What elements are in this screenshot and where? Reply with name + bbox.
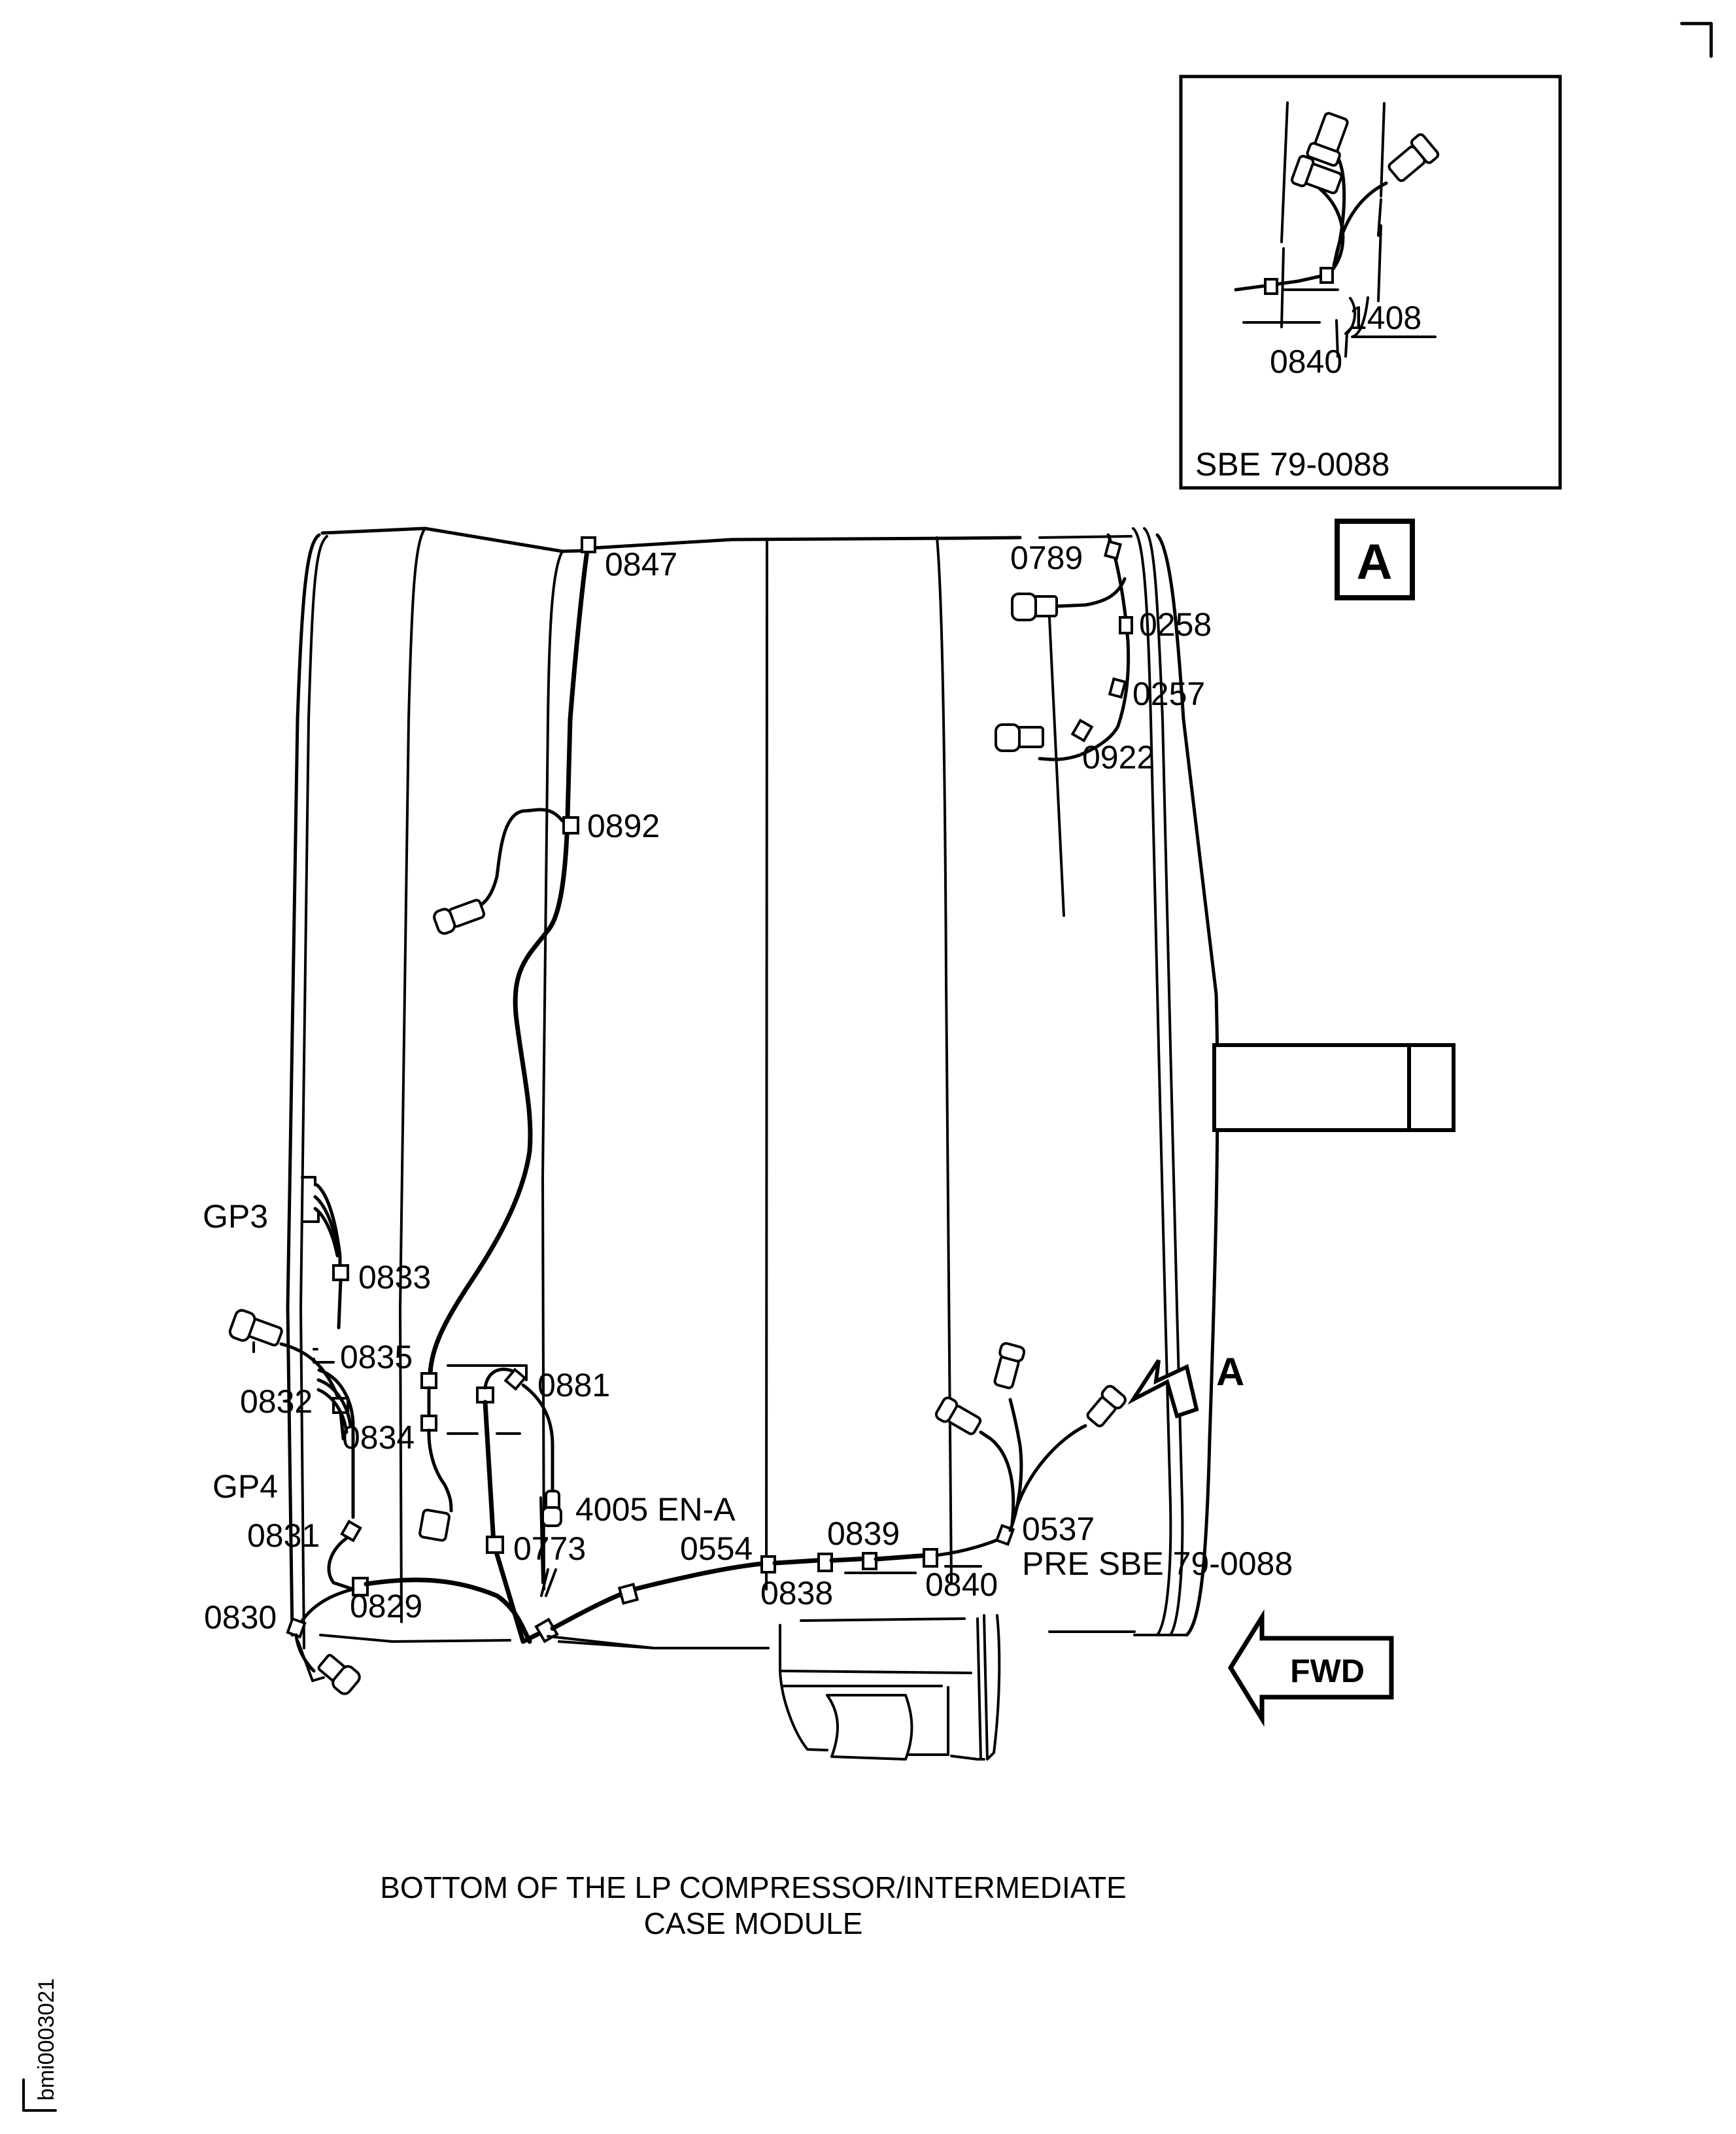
callout-gp3: GP3: [203, 1198, 268, 1235]
detail-view-frame: [1179, 75, 1562, 490]
clip-0847-icon: [581, 536, 596, 553]
clip-0834-icon: [420, 1415, 437, 1432]
clip-trunk-icon: [617, 1583, 639, 1605]
connector-plug-icon: [418, 1508, 451, 1542]
harness-lower-left: GP3 0833 0835 0832 0834 0881 GP4 0831 40…: [203, 1176, 1293, 1695]
callout-0838: 0838: [760, 1575, 833, 1611]
connector-plug-icon: [993, 1342, 1026, 1390]
connector-plug-icon: [995, 723, 1044, 752]
clip-0881-icon: [503, 1368, 527, 1391]
callout-0831: 0831: [247, 1517, 320, 1554]
connector-plug-icon: [1306, 112, 1349, 167]
svg-text:bmi0003021: bmi0003021: [34, 1978, 59, 2101]
callout-0922: 0922: [1082, 739, 1155, 776]
svg-text:A: A: [1216, 1350, 1244, 1394]
callout-0881: 0881: [537, 1367, 610, 1403]
callout-0834: 0834: [342, 1419, 415, 1456]
connector-plug-icon: [1290, 154, 1343, 195]
callout-gp4: GP4: [213, 1468, 278, 1505]
gearbox-mount-pad: [779, 1614, 1001, 1761]
callout-0257: 0257: [1132, 676, 1205, 712]
callout-4005-en-a: 4005 EN-A: [575, 1491, 736, 1528]
connector-plug-icon: [317, 1653, 361, 1695]
figure-caption-line2: CASE MODULE: [644, 1906, 863, 1940]
corner-crop-mark: [1680, 22, 1713, 58]
svg-text:A: A: [1357, 534, 1393, 590]
callout-0789: 0789: [1010, 540, 1083, 576]
harness-right-upper: 0789 0258 0257 0922: [995, 533, 1212, 917]
callout-0833: 0833: [358, 1259, 431, 1296]
clip-0833-icon: [332, 1264, 349, 1281]
figure-caption-line1: BOTTOM OF THE LP COMPRESSOR/INTERMEDIATE: [380, 1870, 1127, 1904]
clip-0892-icon: [562, 816, 579, 835]
clip-0839-icon: [862, 1552, 877, 1570]
callout-0835: 0835: [340, 1339, 413, 1375]
callout-0839: 0839: [827, 1515, 900, 1552]
svg-text:FWD: FWD: [1290, 1653, 1365, 1689]
callout-0773: 0773: [513, 1530, 586, 1567]
clip-0789-icon: [1104, 540, 1122, 560]
clip-0840-icon: [923, 1548, 938, 1568]
clip-0835-icon: [420, 1372, 437, 1389]
detail-sbe-label: SBE 79-0088: [1195, 446, 1389, 483]
callout-0829: 0829: [350, 1588, 422, 1625]
view-a-label-box: A: [1335, 519, 1415, 600]
clip-0830-icon: [286, 1617, 307, 1639]
clip-0258-icon: [1119, 616, 1133, 634]
detail-callout-1408: 1408: [1349, 300, 1421, 336]
connector-plug-icon: [433, 899, 486, 935]
connector-plug-icon: [1011, 593, 1058, 621]
callout-0258: 0258: [1139, 606, 1212, 643]
callout-0847: 0847: [605, 546, 677, 583]
connector-plug-icon: [1387, 133, 1440, 182]
connector-plug-icon: [228, 1309, 283, 1347]
fwd-arrow: FWD: [1227, 1609, 1394, 1727]
clip-1408-icon: [1319, 267, 1334, 284]
detail-callout-0840: 0840: [1270, 343, 1342, 380]
connector-plug-icon: [1086, 1385, 1127, 1428]
clip-0922-icon: [1070, 718, 1094, 743]
figure-id: bmi0003021: [22, 1978, 59, 2112]
harness-left-vertical: 0847 0892: [428, 536, 677, 1376]
callout-0832: 0832: [240, 1383, 313, 1420]
callout-pre-sbe: PRE SBE 79-0088: [1022, 1545, 1293, 1582]
callout-0892: 0892: [587, 808, 660, 844]
callout-0554: 0554: [680, 1530, 753, 1567]
clip-0838-icon: [817, 1553, 833, 1572]
view-arrow-a: A: [1127, 1350, 1244, 1419]
compressor-case-outline: [286, 526, 1455, 1761]
shaft-stub: [1212, 1043, 1412, 1132]
temperature-probe-icon: [541, 1490, 562, 1527]
callout-0537: 0537: [1022, 1511, 1095, 1547]
clip-0257-icon: [1108, 677, 1127, 699]
clip-0840-icon: [1264, 278, 1278, 295]
connector-plug-icon: [934, 1396, 982, 1436]
callout-0840: 0840: [925, 1566, 998, 1603]
clip-0773-icon: [486, 1536, 504, 1554]
detail-view-a: 1408 0840 SBE 79-0088: [1179, 75, 1562, 490]
callout-0830: 0830: [204, 1599, 277, 1636]
clip-0554-icon: [760, 1555, 776, 1574]
clip-0829-icon: [352, 1577, 369, 1596]
